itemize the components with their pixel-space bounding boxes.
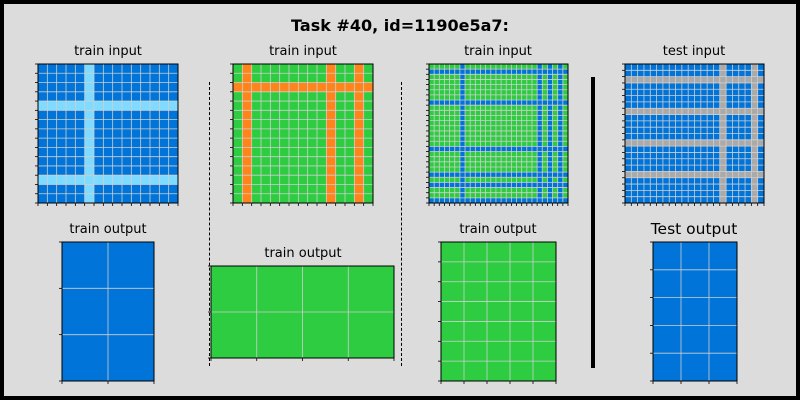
panel-label: train input xyxy=(269,44,337,59)
grid-border xyxy=(232,63,374,204)
panel-label: Test output xyxy=(650,220,738,238)
panel-label: test input xyxy=(662,44,726,59)
train-input-grid-2 xyxy=(230,63,374,206)
grid-col-stripe xyxy=(84,64,94,203)
train-output-grid-1 xyxy=(59,241,155,384)
grid-row-stripe xyxy=(429,146,568,152)
grid-border xyxy=(440,241,557,382)
grid-col-stripe xyxy=(354,64,364,203)
grid-border xyxy=(37,63,179,204)
pair-separator xyxy=(209,82,210,366)
grid-border xyxy=(652,241,738,382)
grid-row-stripe xyxy=(429,100,568,106)
grid-row-stripe xyxy=(429,69,568,75)
grid-border xyxy=(428,63,569,204)
train-output-grid-2 xyxy=(208,265,395,361)
panel-label: train output xyxy=(459,222,537,237)
grid-col-stripe xyxy=(547,64,553,203)
test-separator xyxy=(591,77,595,368)
grid-col-stripe xyxy=(326,64,336,203)
panel-label: train output xyxy=(69,222,147,237)
grid-background xyxy=(653,242,737,381)
panel-label: train input xyxy=(464,44,532,59)
grid-row-stripe xyxy=(38,175,178,185)
grid-background xyxy=(429,64,568,203)
test-output-grid xyxy=(650,241,738,384)
grid-col-stripe xyxy=(242,64,252,203)
grid-row-stripe xyxy=(429,172,568,178)
grid-col-stripe xyxy=(557,64,563,203)
panel-label: train input xyxy=(74,44,142,59)
test-input-grid xyxy=(622,63,765,206)
train-output-grid-3 xyxy=(438,241,557,384)
grid-row-stripe xyxy=(38,101,178,111)
train-input-grid-3 xyxy=(426,63,569,206)
grid-col-stripe xyxy=(537,64,543,203)
pair-separator xyxy=(401,82,402,366)
train-input-grid-1 xyxy=(35,63,179,206)
grid-row-stripe xyxy=(233,82,373,92)
grid-row-stripe xyxy=(429,197,568,203)
grid-row-stripe xyxy=(429,182,568,188)
panel-label: train output xyxy=(264,246,342,261)
grid-col-stripe xyxy=(459,64,466,203)
figure-title: Task #40, id=1190e5a7: xyxy=(291,16,509,35)
grid-background xyxy=(441,242,556,381)
